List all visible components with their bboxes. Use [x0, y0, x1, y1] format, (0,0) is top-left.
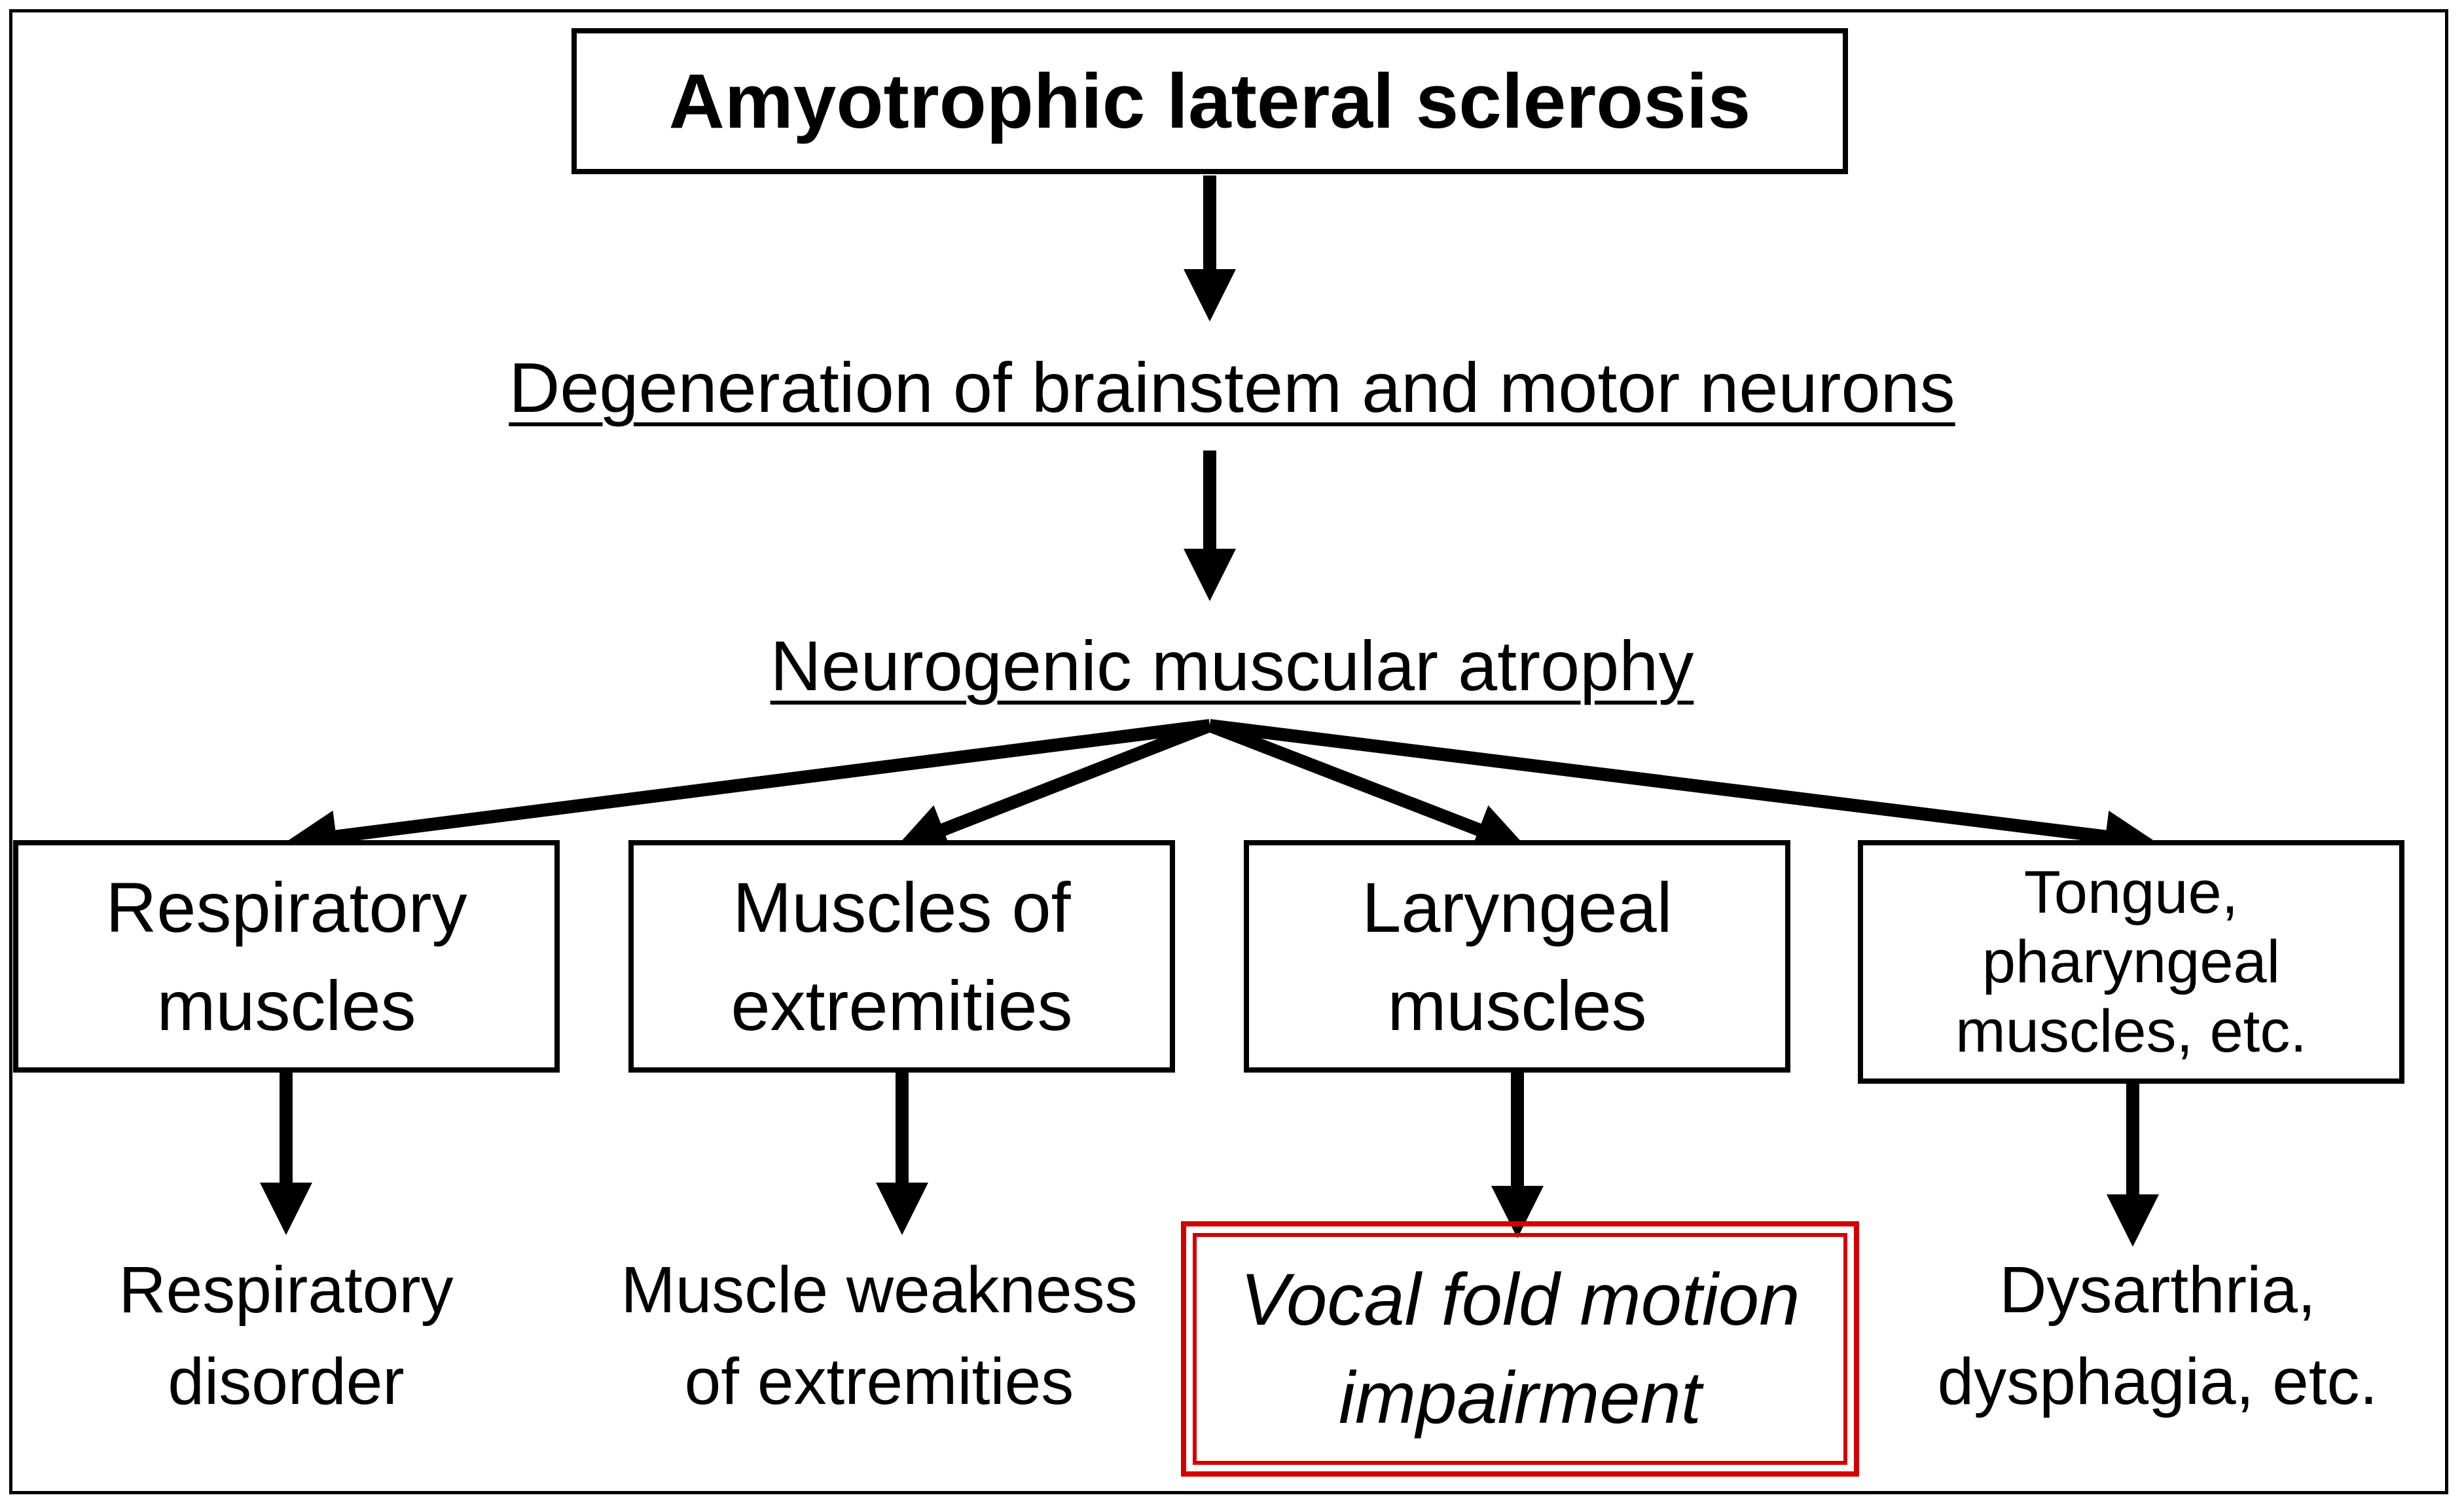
box-label-line: muscles — [1387, 965, 1647, 1045]
dysarthria-outcome: Dysarthria, dysphagia, etc. — [1863, 1244, 2452, 1427]
vocal-fold-line: Vocal fold motion — [1240, 1259, 1800, 1340]
outcome-line: Dysarthria, — [1999, 1253, 2316, 1327]
vocal-fold-highlight-inner: Vocal fold motion impairment — [1193, 1233, 1847, 1465]
muscle-weakness-outcome: Muscle weakness of extremities — [585, 1244, 1174, 1427]
arrow-atrophy-to-tongue — [1208, 719, 2158, 863]
outcome-line: Respiratory — [118, 1253, 454, 1327]
box-label-line: muscles — [156, 965, 416, 1045]
vocal-fold-line: impairment — [1339, 1357, 1701, 1439]
tongue-pharyngeal-muscles-box: Tongue, pharyngeal muscles, etc. — [1858, 840, 2404, 1084]
box-label-line: extremities — [731, 965, 1073, 1045]
outcome-line: Muscle weakness — [621, 1253, 1138, 1327]
title-box: Amyotrophic lateral sclerosis — [571, 28, 1848, 174]
box-label-line: Laryngeal — [1362, 867, 1673, 947]
box-label-line: Respiratory — [105, 867, 467, 947]
box-label-line: Muscles of — [733, 867, 1071, 947]
extremity-muscles-box: Muscles of extremities — [628, 840, 1175, 1073]
atrophy-label: Neurogenic muscular atrophy — [770, 626, 1694, 705]
arrow-atrophy-to-laryngeal — [1207, 719, 1528, 855]
diagram-frame — [9, 9, 2448, 1494]
arrow-atrophy-to-extremities — [894, 719, 1212, 855]
degeneration-node: Degeneration of brainstem and motor neur… — [0, 352, 2464, 423]
laryngeal-muscles-box: Laryngeal muscles — [1244, 840, 1790, 1073]
respiratory-disorder-outcome: Respiratory disorder — [0, 1244, 581, 1427]
outcome-line: dysphagia, etc. — [1937, 1345, 2378, 1418]
box-label-line: pharyngeal — [1982, 929, 2281, 995]
outcome-line: disorder — [168, 1345, 405, 1418]
arrow-atrophy-to-respiratory — [284, 719, 1211, 863]
box-label-line: muscles, etc. — [1955, 998, 2307, 1065]
outcome-line: of extremities — [684, 1345, 1074, 1418]
degeneration-label: Degeneration of brainstem and motor neur… — [509, 348, 1955, 427]
respiratory-muscles-box: Respiratory muscles — [13, 840, 560, 1073]
box-label-line: Tongue, — [2023, 859, 2239, 926]
diagram-title: Amyotrophic lateral sclerosis — [668, 58, 1751, 145]
vocal-fold-highlight-box: Vocal fold motion impairment — [1181, 1221, 1859, 1477]
atrophy-node: Neurogenic muscular atrophy — [0, 631, 2464, 701]
